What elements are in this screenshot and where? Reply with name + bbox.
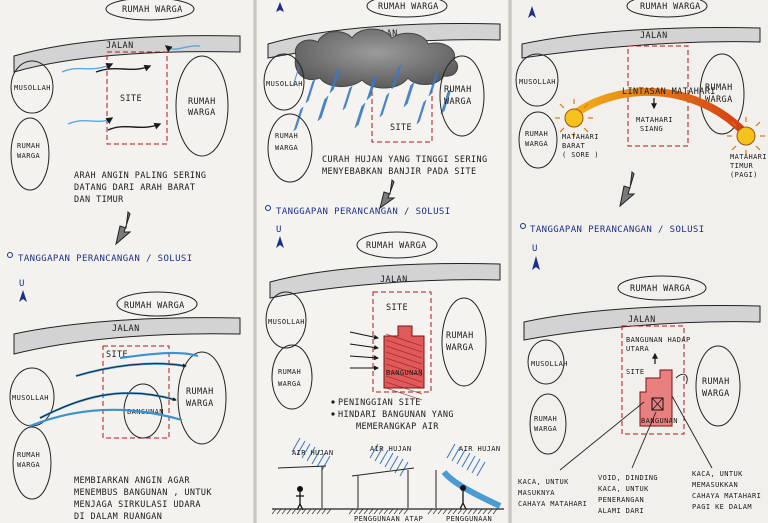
svg-text:MUSOLLAH: MUSOLLAH	[266, 80, 303, 88]
svg-text:( SORE ): ( SORE )	[562, 151, 599, 159]
svg-text:AIR HUJAN: AIR HUJAN	[370, 445, 412, 453]
svg-text:ARAH ANGIN PALING SERING: ARAH ANGIN PALING SERING	[74, 171, 206, 181]
svg-text:RUMAH: RUMAH	[525, 130, 548, 138]
svg-text:SITE: SITE	[390, 123, 412, 133]
road-label: JALAN	[106, 41, 134, 51]
svg-text:JALAN: JALAN	[628, 315, 656, 325]
svg-text:RUMAH: RUMAH	[446, 331, 474, 341]
svg-text:WARGA: WARGA	[17, 461, 40, 469]
svg-text:RUMAH WARGA: RUMAH WARGA	[640, 2, 701, 12]
svg-text:JALAN: JALAN	[112, 324, 140, 334]
svg-text:TANGGAPAN PERANCANGAN / SOLUSI: TANGGAPAN PERANCANGAN / SOLUSI	[276, 207, 451, 217]
svg-text:MATAHARI: MATAHARI	[636, 116, 673, 124]
svg-text:MUSOLLAH: MUSOLLAH	[531, 360, 568, 368]
svg-text:BARAT: BARAT	[562, 142, 585, 150]
svg-text:CAHAYA MATAHARI: CAHAYA MATAHARI	[692, 492, 761, 500]
svg-text:PENERANGAN: PENERANGAN	[598, 496, 644, 504]
svg-text:CURAH HUJAN YANG TINGGI SERING: CURAH HUJAN YANG TINGGI SERING	[322, 155, 488, 165]
svg-text:AIR HUJAN: AIR HUJAN	[292, 449, 334, 457]
svg-text:WARGA: WARGA	[188, 108, 216, 118]
middle-response-heading: TANGGAPAN PERANCANGAN / SOLUSI	[266, 206, 451, 218]
svg-text:WARGA: WARGA	[278, 380, 301, 388]
svg-text:KACA, UNTUK: KACA, UNTUK	[518, 478, 569, 486]
svg-text:MUSOLLAH: MUSOLLAH	[268, 318, 305, 326]
left-response-heading: TANGGAPAN PERANCANGAN / SOLUSI	[8, 253, 193, 265]
svg-text:TANGGAPAN PERANCANGAN / SOLUSI: TANGGAPAN PERANCANGAN / SOLUSI	[18, 254, 193, 264]
svg-text:ALAMI DARI: ALAMI DARI	[598, 507, 644, 515]
svg-text:SITE: SITE	[106, 350, 128, 360]
svg-text:WARGA: WARGA	[446, 343, 474, 353]
svg-text:MEMASUKKAN: MEMASUKKAN	[692, 481, 738, 489]
svg-text:WARGA: WARGA	[525, 140, 548, 148]
svg-text:MATAHARI: MATAHARI	[730, 153, 767, 161]
svg-text:PENGGUNAAN: PENGGUNAAN	[446, 515, 492, 523]
svg-text:MASUKNYA: MASUKNYA	[518, 489, 555, 497]
svg-text:SITE: SITE	[626, 368, 644, 376]
svg-text:PENGGUNAAN ATAP: PENGGUNAAN ATAP	[354, 515, 423, 523]
svg-text:(PAGI): (PAGI)	[730, 171, 758, 179]
svg-text:WARGA: WARGA	[444, 97, 472, 107]
right-response-heading: TANGGAPAN PERANCANGAN / SOLUSI	[521, 224, 705, 236]
svg-text:KACA, UNTUK: KACA, UNTUK	[598, 485, 649, 493]
west-musollah-label: MUSOLLAH	[14, 84, 51, 92]
svg-text:MENJAGA SIRKULASI UDARA: MENJAGA SIRKULASI UDARA	[74, 500, 201, 510]
svg-text:BANGUNAN: BANGUNAN	[386, 369, 423, 377]
svg-text:U: U	[276, 225, 282, 235]
svg-text:BANGUNAN HADAP: BANGUNAN HADAP	[626, 336, 691, 344]
svg-text:RUMAH: RUMAH	[444, 85, 472, 95]
svg-text:BANGUNAN: BANGUNAN	[641, 417, 678, 425]
svg-text:WARGA: WARGA	[534, 425, 557, 433]
west-house-label: RUMAH	[17, 142, 40, 150]
svg-text:DATANG DARI ARAH BARAT: DATANG DARI ARAH BARAT	[74, 183, 195, 193]
svg-text:MENEMBUS BANGUNAN , UNTUK: MENEMBUS BANGUNAN , UNTUK	[74, 488, 212, 498]
svg-text:MEMERANGKAP AIR: MEMERANGKAP AIR	[356, 422, 439, 432]
svg-text:RUMAH: RUMAH	[275, 132, 298, 140]
svg-text:RUMAH: RUMAH	[702, 377, 730, 387]
svg-text:WARGA: WARGA	[702, 389, 730, 399]
svg-text:MENYEBABKAN BANJIR PADA SITE: MENYEBABKAN BANJIR PADA SITE	[322, 167, 477, 177]
svg-text:U: U	[532, 244, 538, 254]
svg-text:PAGI KE DALAM: PAGI KE DALAM	[692, 503, 752, 511]
svg-text:MUSOLLAH: MUSOLLAH	[519, 78, 556, 86]
svg-text:RUMAH: RUMAH	[278, 368, 301, 376]
svg-text:TIMUR: TIMUR	[730, 162, 753, 170]
svg-text:JALAN: JALAN	[380, 275, 408, 285]
svg-text:WARGA: WARGA	[17, 152, 40, 160]
svg-text:MEMBIARKAN ANGIN AGAR: MEMBIARKAN ANGIN AGAR	[74, 476, 190, 486]
svg-text:RUMAH: RUMAH	[534, 415, 557, 423]
svg-text:SIANG: SIANG	[640, 125, 663, 133]
svg-text:CAHAYA MATAHARI: CAHAYA MATAHARI	[518, 500, 587, 508]
svg-text:PENINGGIAN SITE: PENINGGIAN SITE	[338, 398, 421, 408]
svg-text:WARGA: WARGA	[186, 399, 214, 409]
north-neighbor-label: RUMAH WARGA	[122, 5, 183, 15]
svg-text:U: U	[19, 279, 25, 289]
svg-text:RUMAH WARGA: RUMAH WARGA	[630, 284, 691, 294]
svg-text:UTARA: UTARA	[626, 345, 649, 353]
svg-text:RUMAH: RUMAH	[186, 387, 214, 397]
svg-text:RUMAH: RUMAH	[17, 451, 40, 459]
svg-text:KACA, UNTUK: KACA, UNTUK	[692, 470, 743, 478]
svg-text:VOID, DINDING: VOID, DINDING	[598, 474, 658, 482]
svg-text:DI DALAM RUANGAN: DI DALAM RUANGAN	[74, 512, 162, 522]
svg-text:AIR HUJAN: AIR HUJAN	[459, 445, 501, 453]
svg-text:DAN TIMUR: DAN TIMUR	[74, 195, 124, 205]
svg-text:SITE: SITE	[386, 303, 408, 313]
svg-text:HINDARI BANGUNAN YANG: HINDARI BANGUNAN YANG	[338, 410, 454, 420]
site-label: SITE	[120, 94, 142, 104]
svg-text:MATAHARI: MATAHARI	[562, 133, 599, 141]
svg-text:RUMAH WARGA: RUMAH WARGA	[378, 2, 439, 12]
sun-path-label: LINTASAN MATAHARI	[622, 87, 716, 97]
svg-text:TANGGAPAN PERANCANGAN / SOLUSI: TANGGAPAN PERANCANGAN / SOLUSI	[530, 225, 705, 235]
svg-text:WARGA: WARGA	[275, 144, 298, 152]
svg-text:RUMAH WARGA: RUMAH WARGA	[366, 241, 427, 251]
svg-text:MUSOLLAH: MUSOLLAH	[12, 394, 49, 402]
east-house-label: RUMAH	[188, 97, 216, 107]
svg-text:RUMAH WARGA: RUMAH WARGA	[124, 301, 185, 311]
svg-text:JALAN: JALAN	[640, 31, 668, 41]
